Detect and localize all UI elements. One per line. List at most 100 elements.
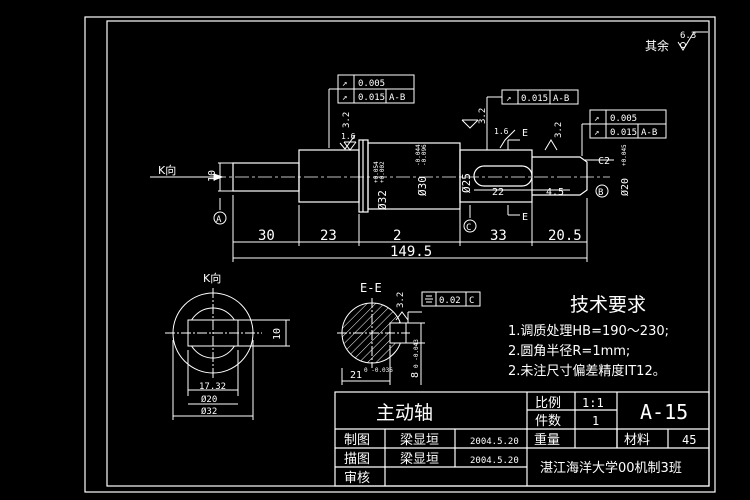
title-block-grid [334,391,710,487]
sym-fcf-frame [421,291,481,307]
part-name: 主动轴 [376,402,433,424]
roughness-default-value: 6.3 [680,31,696,41]
traced-name: 梁显垣 [400,452,439,467]
runout-icon-3: ↗ [506,94,511,104]
roughness-1-6b-text: 1.6 [494,127,509,136]
fcf-3-ref: A-B [641,128,657,138]
dim-10-text: 10 [207,170,218,182]
k-dim-32: Ø32 [201,406,217,417]
fcf-3-tol-1: 0.005 [610,114,637,124]
weight-label: 重量 [534,432,560,448]
runout-icon-4: ↗ [594,114,599,124]
datum-c-text: C [466,223,471,233]
fcf-2-frame [486,89,579,150]
datum-b-marker [595,184,609,198]
dim-10-line [218,162,233,192]
section-dim-21: 21 [350,370,362,381]
roughness-3-2-text: 3.2 [342,112,352,128]
scale-value: 1:1 [582,396,604,410]
sym-fcf-tol: 0.02 [439,296,461,306]
check-label: 审核 [344,471,370,486]
dim-23-text: 23 [320,228,337,244]
roughness-symbol-icon [677,31,708,51]
roughness-note: 其余 [645,38,669,53]
section-title: E-E [360,281,382,295]
scale-label: 比例 [535,396,561,411]
section-e-arrows [507,139,520,216]
dia-30-tol-up: -0.044 [415,144,422,166]
drawn-date: 2004.5.20 [470,437,519,447]
material-label: 材料 [624,433,650,448]
datum-c-marker [463,205,477,233]
section-dim-8: 8 [410,372,421,378]
fcf-3-tol-2: 0.015 [610,128,637,138]
datum-b-text: B [598,188,603,198]
drawing-number: A-15 [640,400,688,424]
runout-icon: ↗ [342,79,347,89]
roughness-1-6a-icon [339,134,356,150]
dia-20-tol: +0.045 [621,144,628,166]
fcf-1-tol-2: 0.015 [358,93,385,103]
dim-22-text: 22 [492,187,504,198]
dia-32-text: Ø32 [376,190,389,210]
datum-a-marker [213,198,227,225]
k-view-title: K向 [203,271,221,285]
material-value: 45 [682,433,696,447]
drawn-label: 制图 [344,433,370,448]
section-e-top-text: E [522,128,528,139]
tech-req-item-3: 2.未注尺寸偏差精度IT12。 [508,363,666,379]
k-dim-10: 10 [272,328,283,340]
roughness-3-2b-text: 3.2 [478,108,488,124]
section-roughness-text: 3.2 [396,292,406,308]
fcf-3-frame [581,109,667,156]
runout-icon-2: ↗ [342,93,347,103]
qty-label: 件数 [535,414,561,429]
drawn-name: 梁显垣 [400,433,439,448]
section-dim-21-tol: 0 -0.036 [364,367,393,374]
sym-fcf-ref: C [469,296,474,306]
section-dim-8-tol: 0 -0.043 [413,339,420,368]
traced-label: 描图 [344,452,370,467]
tech-req-title: 技术要求 [570,294,646,316]
roughness-3-2c-text: 3.2 [554,122,564,138]
roughness-1-6a-text: 1.6 [341,132,356,141]
bottom-dim-lines [232,195,588,262]
fcf-1-ref: A-B [389,93,405,103]
dia-25-text: Ø25 [460,173,473,193]
dim-20-5-text: 20.5 [548,228,582,244]
roughness-3-2-icon [343,141,357,151]
chamfer-text: C2 [598,156,610,167]
dim-total-text: 149.5 [390,244,432,260]
dim-30-text: 30 [258,228,275,244]
k-dim-20: Ø20 [201,394,217,405]
roughness-3-2b-icon [461,119,479,129]
dim-33-text: 33 [490,228,507,244]
shaft-main-view [232,139,588,213]
outer-frame [84,16,716,493]
qty-value: 1 [592,414,599,428]
runout-icon-5: ↗ [594,128,599,138]
datum-a-text: A [216,215,222,225]
fcf-1-frame [328,74,415,148]
dia-30-text: Ø30 [416,176,429,196]
k-view-drawing [165,288,290,420]
roughness-3-2c-icon [544,139,558,151]
traced-date: 2004.5.20 [470,456,519,466]
section-roughness-icon [395,311,409,321]
dia-32-tol-lo: +0.002 [379,161,386,183]
view-k-arrow-icon [150,173,224,181]
tech-req-item-1: 1.调质处理HB=190～230; [508,324,669,339]
section-view-drawing [337,298,425,385]
view-k-label: K向 [158,163,176,177]
dim-4-5-text: 4.5 [546,187,564,198]
fcf-2-ref: A-B [553,94,569,104]
tech-req-item-2: 2.圆角半径R=1mm; [508,344,630,359]
k-dim-17-32: 17.32 [199,382,226,392]
dia-20-text: Ø20 [619,178,631,196]
fcf-2-tol: 0.015 [521,94,548,104]
roughness-1-6b-icon [499,129,516,149]
dia-32-tol-up: +0.054 [373,161,380,183]
section-e-bottom-text: E [522,212,528,223]
fcf-1-tol-1: 0.005 [358,79,385,89]
